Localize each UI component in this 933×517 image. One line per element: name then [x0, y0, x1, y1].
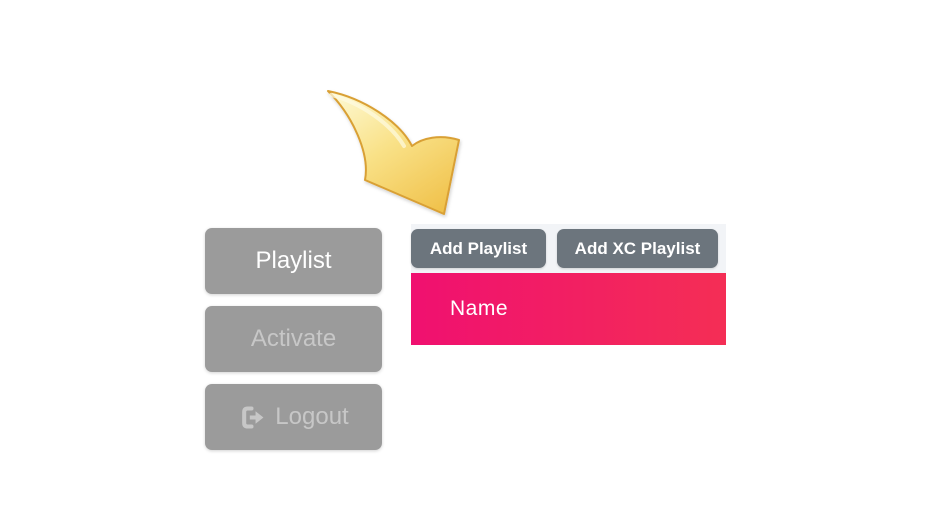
playlist-button[interactable]: Playlist: [205, 228, 382, 294]
sidebar: Playlist Activate Logout: [205, 228, 382, 450]
yellow-curved-arrow-icon: [303, 76, 475, 228]
table-header-row: Name: [411, 273, 726, 345]
logout-icon: [242, 405, 264, 429]
logout-button[interactable]: Logout: [205, 384, 382, 450]
logout-label: Logout: [275, 403, 349, 430]
toolbar: Add Playlist Add XC Playlist: [411, 224, 726, 273]
name-column-header: Name: [450, 297, 509, 320]
yellow-curved-arrow-graphic: [327, 90, 460, 215]
add-playlist-button[interactable]: Add Playlist: [411, 229, 546, 268]
add-xc-playlist-button[interactable]: Add XC Playlist: [557, 229, 718, 268]
playlist-panel: Add Playlist Add XC Playlist Name: [411, 224, 726, 345]
activate-button[interactable]: Activate: [205, 306, 382, 372]
